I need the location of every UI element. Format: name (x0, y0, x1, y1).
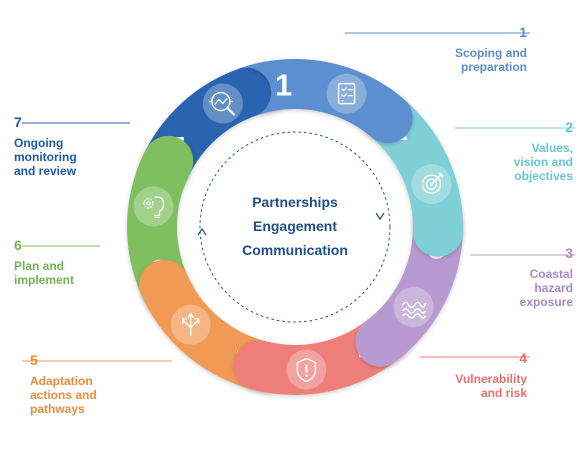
target-icon (411, 164, 452, 205)
step-label-2: 2 Values, vision and objectives (514, 119, 573, 183)
step-label-text: Scoping and preparation (455, 46, 527, 74)
step-label-number: 6 (14, 237, 22, 253)
split-arrows-icon (170, 304, 211, 345)
step-label-text: Coastal hazard exposure (519, 267, 573, 309)
ring-segments: 7 6 5 4 3 2 1 (126, 58, 463, 396)
ring-segment-number: 1 (275, 67, 292, 102)
step-label-text: Ongoing monitoring and review (14, 136, 77, 178)
center-line-partnerships: Partnerships (252, 194, 338, 210)
ring-segment-shape (237, 58, 413, 144)
leader-lines (22, 32, 575, 362)
step-label-number: 3 (565, 245, 573, 261)
step-label-3: 3 Coastal hazard exposure (520, 245, 573, 309)
step-label-6: 6 Plan and implement (14, 237, 74, 287)
arrow-head-right (375, 212, 385, 221)
step-label-number: 4 (519, 350, 527, 366)
center-text: Partnerships Engagement Communication (205, 190, 385, 262)
step-label-7: 7 Ongoing monitoring and review (14, 114, 77, 178)
step-label-text: Vulnerability and risk (455, 372, 527, 400)
shield-alert-icon (286, 349, 327, 390)
step-label-number: 7 (14, 114, 22, 130)
step-label-1: 1 Scoping and preparation (455, 24, 527, 74)
step-label-number: 5 (30, 352, 38, 368)
magnifier-chart-icon (202, 83, 243, 124)
step-label-number: 2 (565, 119, 573, 135)
waves-icon (393, 286, 434, 327)
checklist-icon (326, 73, 367, 114)
step-label-4: 4 Vulnerability and risk (455, 350, 527, 400)
step-label-text: Plan and implement (14, 259, 75, 287)
step-label-number: 1 (519, 24, 527, 40)
center-line-engagement: Engagement (252, 218, 337, 234)
inner-dashed-circle (197, 131, 391, 323)
step-label-text: Adaptation actions and pathways (30, 374, 97, 416)
lightbulb-gear-icon (133, 186, 174, 227)
arrow-head-left (197, 227, 207, 236)
step-label-5: 5 Adaptation actions and pathways (30, 352, 97, 416)
step-label-text: Values, vision and objectives (513, 141, 573, 183)
ring-segment-1: 1 (237, 58, 413, 144)
center-line-communication: Communication (242, 242, 348, 258)
